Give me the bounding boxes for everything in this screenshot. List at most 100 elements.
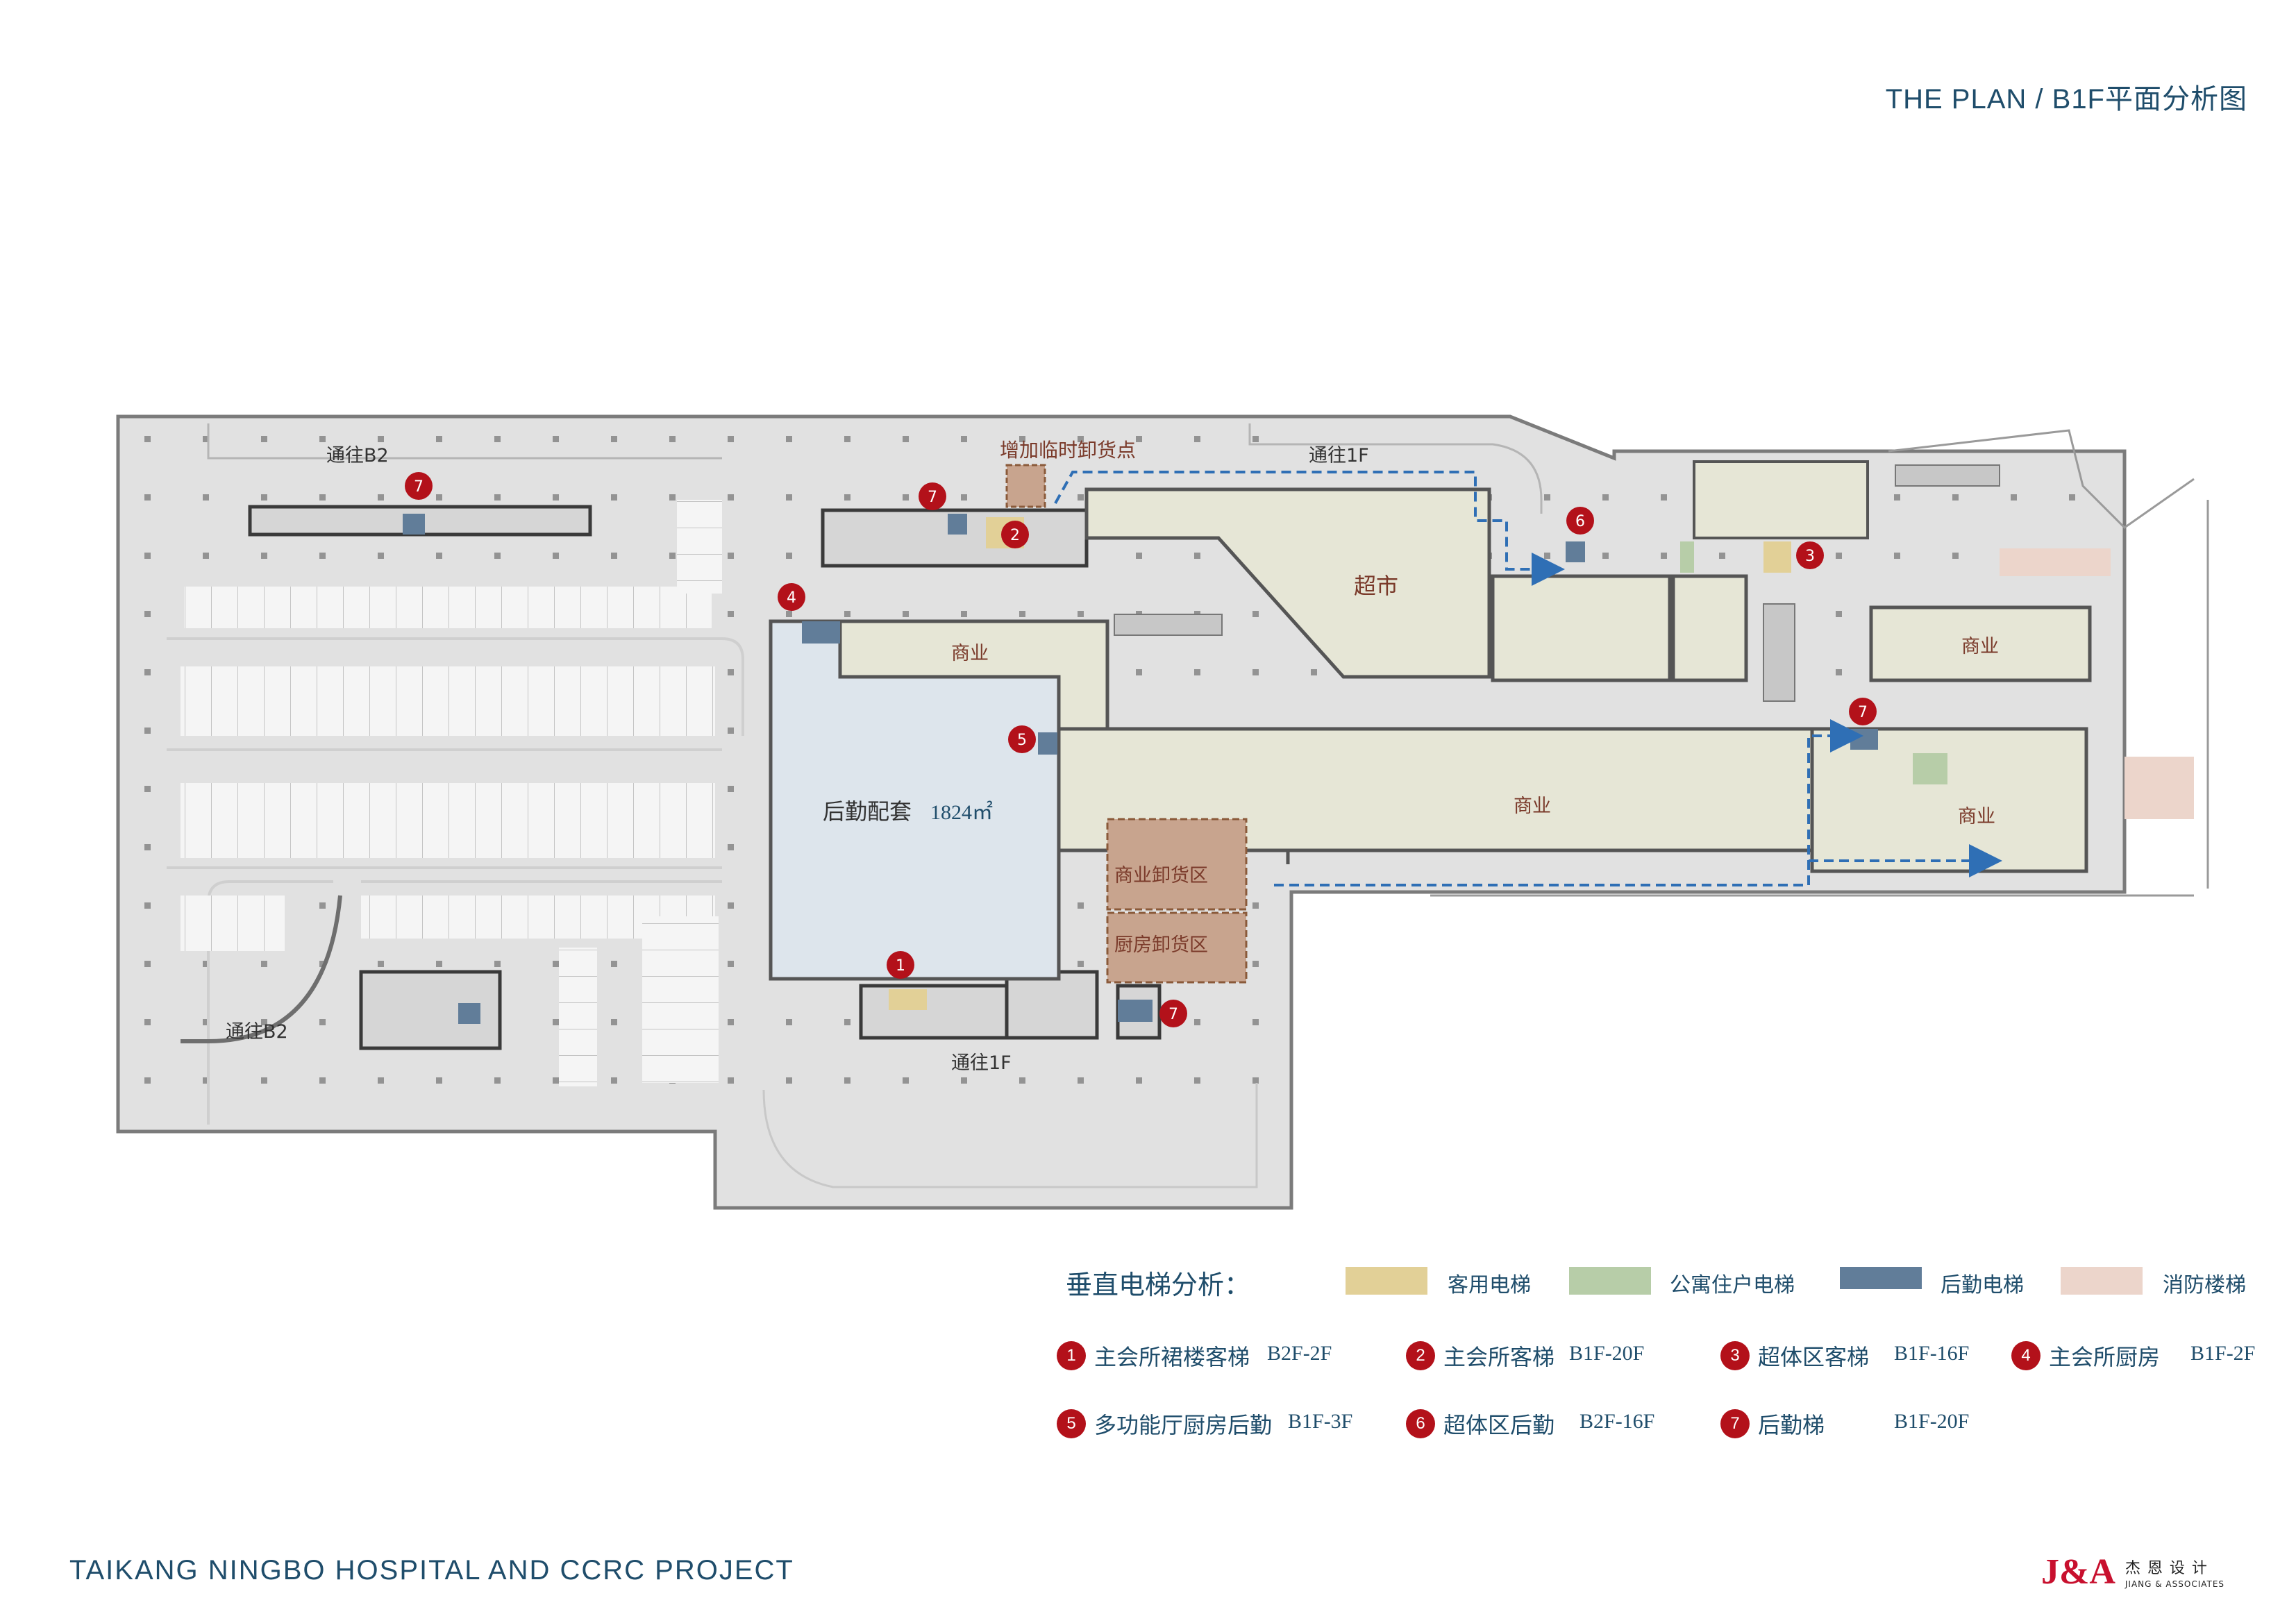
legend-item-3: 3 超体区客梯 <box>1720 1340 1869 1372</box>
legend-item-2: 2 主会所客梯 <box>1406 1340 1555 1372</box>
commerce-unload-zone <box>1106 818 1248 911</box>
marker-7: 7 <box>919 482 946 510</box>
commerce-zone <box>1869 605 2092 682</box>
legend-num-3: 3 <box>1720 1341 1750 1370</box>
drive-aisle <box>167 637 744 1125</box>
company-logo: J&A 杰恩设计 JIANG & ASSOCIATES <box>2041 1551 2224 1592</box>
legend-swatch-fire-stair <box>2061 1267 2143 1295</box>
svg-text:7: 7 <box>928 489 937 506</box>
label-kitchen-unload: 厨房卸货区 <box>1114 934 1208 956</box>
legend-num-2: 2 <box>1406 1341 1435 1370</box>
marker-1: 1 <box>887 951 914 979</box>
marker-3: 3 <box>1796 541 1824 569</box>
legend-item-5: 5 多功能厅厨房后勤 <box>1057 1408 1272 1440</box>
service-elevator <box>1118 1000 1153 1022</box>
parking-stalls <box>181 783 715 858</box>
legend-label-passenger: 客用电梯 <box>1448 1273 1531 1297</box>
svg-text:5: 5 <box>1017 732 1027 749</box>
fire-stair <box>2125 757 2194 819</box>
commerce-zone <box>1810 727 2088 873</box>
parking-stalls <box>181 895 285 951</box>
legend-swatch-resident <box>1569 1267 1651 1295</box>
fire-stair <box>2000 548 2111 576</box>
legend-range-3: B1F-16F <box>1894 1342 1970 1365</box>
legend-name-1: 主会所裙楼客梯 <box>1094 1344 1250 1370</box>
ramp-outline <box>762 1083 1258 1188</box>
parking-stalls <box>677 500 722 594</box>
logo-mark: J&A <box>2041 1552 2115 1592</box>
marker-7: 7 <box>1159 1000 1187 1027</box>
temp-unload-point <box>1005 464 1046 508</box>
passenger-elevator <box>889 989 927 1010</box>
svg-text:4: 4 <box>787 589 796 607</box>
escalator <box>1895 464 2000 487</box>
svg-text:6: 6 <box>1575 513 1585 530</box>
commerce-zone <box>1491 574 1672 682</box>
label-commerce: 商业 <box>1958 806 1995 827</box>
parking-stalls <box>184 587 712 628</box>
legend-label-service: 后勤电梯 <box>1941 1273 2024 1297</box>
core-block <box>859 984 1030 1040</box>
legend-name-5: 多功能厅厨房后勤 <box>1094 1412 1273 1438</box>
legend-swatch-service <box>1840 1267 1922 1289</box>
circulation-path <box>1054 471 1565 586</box>
legend-name-2: 主会所客梯 <box>1443 1344 1555 1370</box>
marker-5: 5 <box>1008 725 1036 753</box>
label-supermarket: 超市 <box>1354 573 1398 599</box>
label-logistics-area: 1824㎡ <box>930 801 993 824</box>
legend-range-5: B1F-3F <box>1288 1410 1353 1433</box>
legend-name-4: 主会所厨房 <box>2049 1344 2161 1370</box>
escalator <box>1763 603 1795 702</box>
legend-num-1: 1 <box>1057 1341 1086 1370</box>
passenger-elevator <box>1763 541 1791 573</box>
parking-stalls <box>559 948 597 1086</box>
legend-name-7: 后勤梯 <box>1758 1412 1825 1438</box>
supermarket-zone <box>1084 487 1491 679</box>
svg-text:7: 7 <box>1858 704 1868 721</box>
legend-name-3: 超体区客梯 <box>1758 1344 1870 1370</box>
marker-4: 4 <box>778 583 805 611</box>
legend-title: 垂直电梯分析： <box>1066 1270 1251 1300</box>
legend-range-6: B2F-16F <box>1579 1410 1655 1433</box>
service-elevator <box>403 514 425 535</box>
service-elevator <box>1850 729 1878 750</box>
service-elevator <box>1566 541 1585 562</box>
core-block <box>1005 970 1099 1040</box>
project-name: TAIKANG NINGBO HOSPITAL AND CCRC PROJECT <box>69 1555 794 1586</box>
resident-elevator <box>1680 541 1694 573</box>
svg-text:7: 7 <box>414 478 424 496</box>
parking-stalls <box>181 666 715 736</box>
label-to-1f-top: 通往1F <box>1309 445 1369 466</box>
label-to-b2-bottom: 通往B2 <box>226 1021 288 1043</box>
ramp-outline <box>181 895 342 1043</box>
legend-label-resident: 公寓住户电梯 <box>1670 1273 1795 1297</box>
logo-words: 杰恩设计 JIANG & ASSOCIATES <box>2125 1556 2224 1589</box>
svg-text:3: 3 <box>1805 548 1815 565</box>
service-elevator <box>948 514 967 535</box>
svg-text:1: 1 <box>896 957 905 975</box>
legend-swatch-passenger <box>1346 1267 1427 1295</box>
legend-num-7: 7 <box>1720 1409 1750 1438</box>
legend-num-4: 4 <box>2011 1341 2041 1370</box>
legend-name-6: 超体区后勤 <box>1443 1412 1555 1438</box>
legend-range-2: B1F-20F <box>1569 1342 1645 1365</box>
legend-range-1: B2F-2F <box>1267 1342 1332 1365</box>
legend-item-6: 6 超体区后勤 <box>1406 1408 1555 1440</box>
escalator <box>1114 614 1223 636</box>
legend-range-4: B1F-2F <box>2190 1342 2256 1365</box>
logo-cn: 杰恩设计 <box>2125 1559 2214 1577</box>
logo-en: JIANG & ASSOCIATES <box>2125 1579 2225 1589</box>
service-elevator <box>802 621 840 644</box>
marker-6: 6 <box>1566 507 1594 535</box>
legend-item-1: 1 主会所裙楼客梯 <box>1057 1340 1250 1372</box>
kitchen-unload-zone <box>1106 911 1248 984</box>
ramp-outline <box>207 423 1543 514</box>
label-logistics: 后勤配套 <box>823 798 912 825</box>
resident-elevator <box>1913 753 1947 784</box>
marker-7: 7 <box>1849 698 1877 725</box>
label-to-1f-bottom: 通往1F <box>951 1052 1012 1074</box>
parking-stalls <box>642 916 719 1083</box>
label-commerce: 商业 <box>1961 636 1999 657</box>
label-commerce: 商业 <box>951 643 989 664</box>
